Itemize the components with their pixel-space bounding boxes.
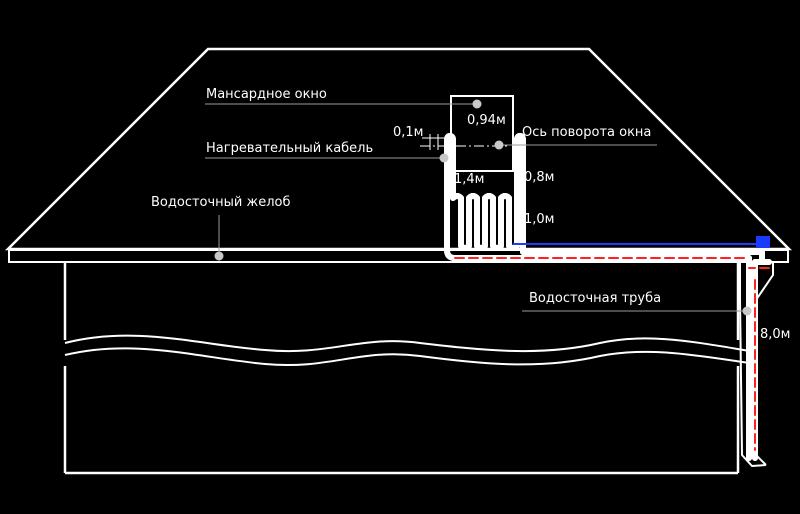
- dim-pipe-length: 8,0м: [760, 327, 790, 342]
- dormer-window: [450, 95, 514, 172]
- label-heating-cable: Нагревательный кабель: [206, 141, 373, 156]
- marker-mansard-window: [472, 99, 482, 109]
- marker-gutter: [214, 251, 224, 261]
- dim-below-window: 1,0м: [524, 212, 554, 227]
- connector-box: [756, 236, 770, 248]
- house-walls: [63, 262, 740, 475]
- offset-dimension: [422, 134, 446, 150]
- wall-break-lines: [64, 334, 757, 366]
- marker-rotation-axis: [494, 140, 504, 150]
- marker-heating-cable: [439, 153, 449, 163]
- eave-board: [8, 249, 789, 263]
- heating-cable: [444, 133, 772, 461]
- marker-downpipe: [742, 306, 752, 316]
- roof-outline: [4, 47, 793, 251]
- label-rotation-axis: Ось поворота окна: [522, 125, 651, 140]
- dim-window-width: 0,94м: [467, 113, 506, 128]
- dim-window-side: 0,8м: [524, 170, 554, 185]
- label-mansard-window: Мансардное окно: [206, 87, 327, 102]
- dim-cable-height: 1,4м: [454, 172, 484, 187]
- dim-offset: 0,1м: [393, 125, 423, 140]
- label-downpipe: Водосточная труба: [529, 291, 661, 306]
- label-gutter: Водосточный желоб: [151, 195, 291, 210]
